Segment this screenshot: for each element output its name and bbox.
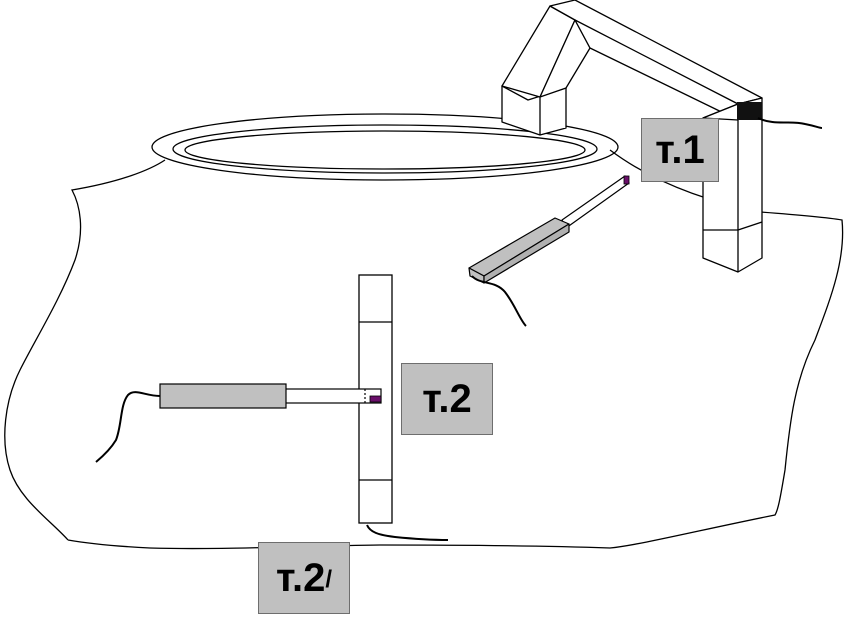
arch-cap: [737, 102, 762, 120]
probe-1: [468, 175, 630, 284]
arch-frame: [501, 0, 763, 273]
label-point-1: т.1: [641, 118, 719, 182]
probe-2: [159, 383, 382, 409]
post-cable: [366, 524, 449, 541]
label-point-2: т.2: [401, 363, 493, 435]
probe-1-cable: [471, 275, 527, 327]
sensor-tip-1: [623, 175, 630, 185]
arch-cable: [757, 117, 823, 129]
label-point-1-text: т.1: [655, 127, 705, 172]
ring-inner-2: [184, 130, 586, 170]
label-point-2-prime: т.2/: [258, 542, 350, 614]
label-point-2-text: т.2: [422, 376, 472, 421]
sensor-tip-2: [369, 395, 382, 403]
prime-mark: /: [325, 566, 333, 593]
ring-outer: [151, 113, 619, 181]
probe-2-cable: [95, 391, 161, 463]
ring-inner-1: [172, 124, 598, 174]
label-point-2-prime-text: т.2: [275, 555, 326, 600]
